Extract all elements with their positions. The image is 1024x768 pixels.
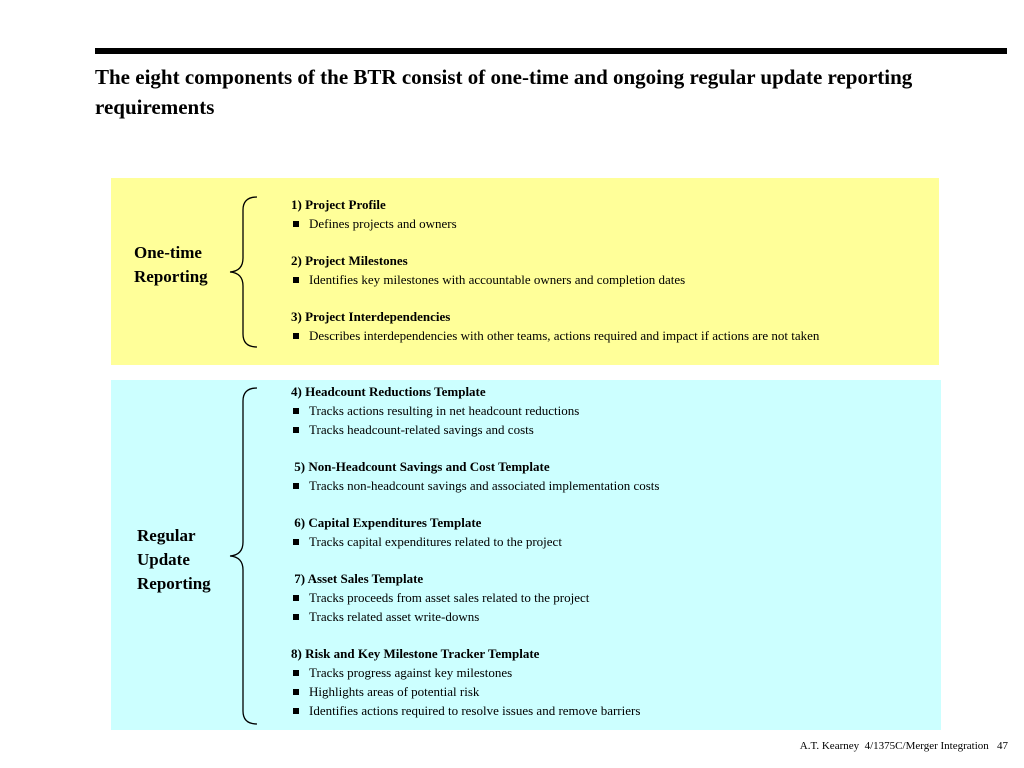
- component-heading: 2) Project Milestones: [291, 253, 408, 268]
- bullet-item: Tracks actions resulting in net headcoun…: [291, 401, 659, 420]
- square-bullet-icon: [293, 408, 299, 414]
- square-bullet-icon: [293, 689, 299, 695]
- component-item: 8) Risk and Key Milestone Tracker Templa…: [291, 644, 659, 720]
- square-bullet-icon: [293, 221, 299, 227]
- title-rule: [95, 48, 1007, 54]
- slide-title: The eight components of the BTR consist …: [95, 65, 913, 119]
- square-bullet-icon: [293, 427, 299, 433]
- regular-components: 4) Headcount Reductions Template Tracks …: [291, 382, 659, 720]
- label-line: One-time: [134, 243, 202, 262]
- bullet-text: Tracks proceeds from asset sales related…: [309, 590, 590, 605]
- bullet-item: Describes interdependencies with other t…: [291, 326, 819, 345]
- bullet-text: Identifies key milestones with accountab…: [309, 272, 686, 287]
- square-bullet-icon: [293, 708, 299, 714]
- component-item: 3) Project Interdependencies Describes i…: [291, 307, 819, 345]
- bullet-item: Tracks progress against key milestones: [291, 663, 659, 682]
- component-heading: 7) Asset Sales Template: [291, 571, 424, 586]
- component-heading: 3) Project Interdependencies: [291, 309, 451, 324]
- component-item: 4) Headcount Reductions Template Tracks …: [291, 382, 659, 439]
- component-heading: 1) Project Profile: [291, 197, 386, 212]
- bullet-item: Tracks non-headcount savings and associa…: [291, 476, 659, 495]
- label-line: Regular: [137, 526, 196, 545]
- bullet-text: Tracks actions resulting in net headcoun…: [309, 403, 580, 418]
- curly-brace-icon: [229, 196, 258, 348]
- bullet-item: Tracks related asset write-downs: [291, 607, 659, 626]
- bullet-item: Highlights areas of potential risk: [291, 682, 659, 701]
- square-bullet-icon: [293, 595, 299, 601]
- component-heading: 5) Non-Headcount Savings and Cost Templa…: [291, 459, 550, 474]
- bullet-text: Highlights areas of potential risk: [309, 684, 480, 699]
- bullet-text: Tracks capital expenditures related to t…: [309, 534, 562, 549]
- component-heading: 4) Headcount Reductions Template: [291, 384, 486, 399]
- bullet-text: Tracks non-headcount savings and associa…: [309, 478, 660, 493]
- one-time-reporting-panel: One-time Reporting 1) Project Profile De…: [111, 178, 939, 365]
- bullet-text: Tracks progress against key milestones: [309, 665, 513, 680]
- component-item: 5) Non-Headcount Savings and Cost Templa…: [291, 457, 659, 495]
- bullet-text: Describes interdependencies with other t…: [309, 328, 820, 343]
- bullet-item: Tracks proceeds from asset sales related…: [291, 588, 659, 607]
- square-bullet-icon: [293, 670, 299, 676]
- bullet-text: Tracks related asset write-downs: [309, 609, 480, 624]
- label-line: Reporting: [137, 574, 211, 593]
- bullet-item: Defines projects and owners: [291, 214, 819, 233]
- regular-update-reporting-panel: Regular Update Reporting 4) Headcount Re…: [111, 380, 941, 730]
- component-heading: 6) Capital Expenditures Template: [291, 515, 482, 530]
- bullet-text: Identifies actions required to resolve i…: [309, 703, 641, 718]
- one-time-components: 1) Project Profile Defines projects and …: [291, 195, 819, 345]
- bullet-item: Identifies key milestones with accountab…: [291, 270, 819, 289]
- curly-brace-icon: [229, 387, 258, 725]
- component-item: 2) Project Milestones Identifies key mil…: [291, 251, 819, 289]
- one-time-reporting-label: One-time Reporting: [134, 241, 208, 289]
- footer-source: A.T. Kearney 4/1375C/Merger Integration …: [799, 740, 1008, 752]
- bullet-text: Defines projects and owners: [309, 216, 457, 231]
- bullet-text: Tracks headcount-related savings and cos…: [309, 422, 534, 437]
- regular-update-reporting-label: Regular Update Reporting: [137, 524, 211, 596]
- component-item: 6) Capital Expenditures Template Tracks …: [291, 513, 659, 551]
- square-bullet-icon: [293, 539, 299, 545]
- square-bullet-icon: [293, 614, 299, 620]
- bullet-item: Tracks capital expenditures related to t…: [291, 532, 659, 551]
- bullet-item: Tracks headcount-related savings and cos…: [291, 420, 659, 439]
- component-heading: 8) Risk and Key Milestone Tracker Templa…: [291, 646, 540, 661]
- component-item: 7) Asset Sales Template Tracks proceeds …: [291, 569, 659, 626]
- label-line: Reporting: [134, 267, 208, 286]
- label-line: Update: [137, 550, 190, 569]
- component-item: 1) Project Profile Defines projects and …: [291, 195, 819, 233]
- square-bullet-icon: [293, 277, 299, 283]
- square-bullet-icon: [293, 483, 299, 489]
- bullet-item: Identifies actions required to resolve i…: [291, 701, 659, 720]
- square-bullet-icon: [293, 333, 299, 339]
